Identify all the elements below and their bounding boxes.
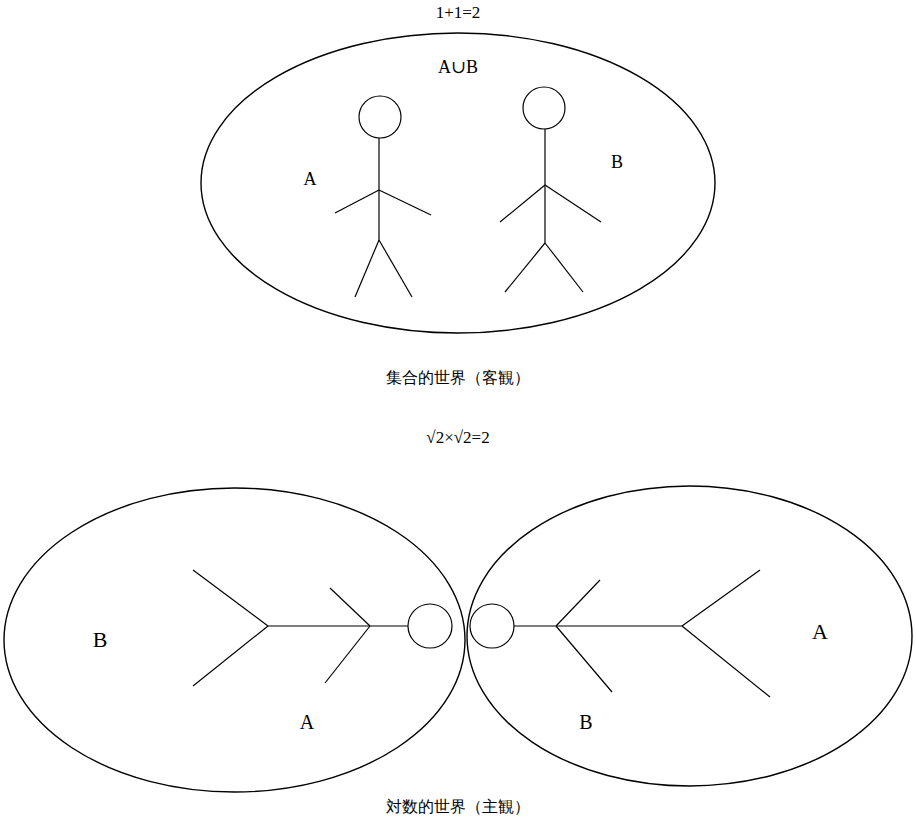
ellipse (4, 488, 465, 792)
figure-label: A (300, 710, 314, 734)
caption: 対数的世界（主観） (386, 797, 530, 816)
set-label: A∪B (438, 57, 478, 79)
equation: √2×√2=2 (426, 428, 489, 448)
ellipse-region: AB (466, 485, 913, 787)
figure-label: B (579, 710, 592, 734)
ellipse-outline (200, 32, 716, 334)
figure-label: B (611, 152, 623, 174)
ellipse-outline (3, 487, 466, 793)
caption: 集合的世界（客観） (386, 368, 530, 387)
ellipse-outline (466, 485, 913, 787)
ellipse-region: A∪B A B (200, 32, 716, 334)
figure-label: B (93, 627, 108, 653)
stick-figure (335, 96, 431, 297)
stick-figure (193, 570, 452, 686)
stick-figure (500, 87, 601, 292)
figure-label: A (812, 619, 828, 645)
ellipse (201, 33, 715, 333)
ellipse (467, 486, 912, 786)
stick-figure (470, 570, 770, 697)
equation: 1+1=2 (436, 3, 481, 23)
figure-label: A (304, 169, 317, 191)
ellipse-region: BA (3, 487, 466, 793)
